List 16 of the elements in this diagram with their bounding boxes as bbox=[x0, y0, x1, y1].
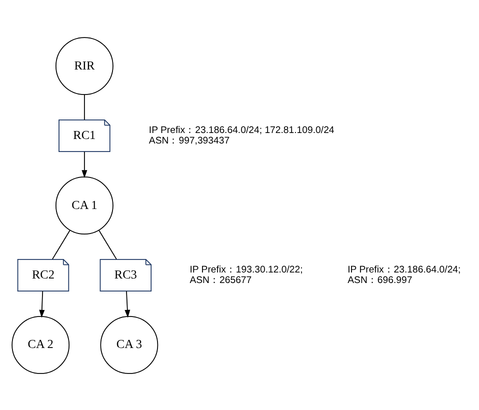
connector bbox=[98, 229, 117, 260]
node-circle: CA 3 bbox=[100, 316, 158, 374]
arrow bbox=[124, 290, 130, 318]
node-circle: RIR bbox=[56, 36, 114, 94]
connector bbox=[52, 229, 70, 260]
arrow bbox=[82, 150, 88, 178]
node-label: ASN：696.997 bbox=[348, 274, 412, 286]
node-label: ASN：997,393437 bbox=[148, 134, 230, 146]
node-label: IP Prefix：23.186.64.0/24; bbox=[348, 264, 461, 275]
node-label: IP Prefix：23.186.64.0/24; 172.81.109.0/24 bbox=[148, 124, 334, 136]
node-label: IP Prefix：193.30.12.0/22; bbox=[190, 264, 303, 275]
connector bbox=[84, 94, 85, 120]
node-circle: CA 1 bbox=[56, 176, 114, 234]
arrow bbox=[39, 290, 45, 318]
node-circle: CA 2 bbox=[12, 316, 70, 374]
node-label: ASN：265677 bbox=[190, 274, 252, 286]
